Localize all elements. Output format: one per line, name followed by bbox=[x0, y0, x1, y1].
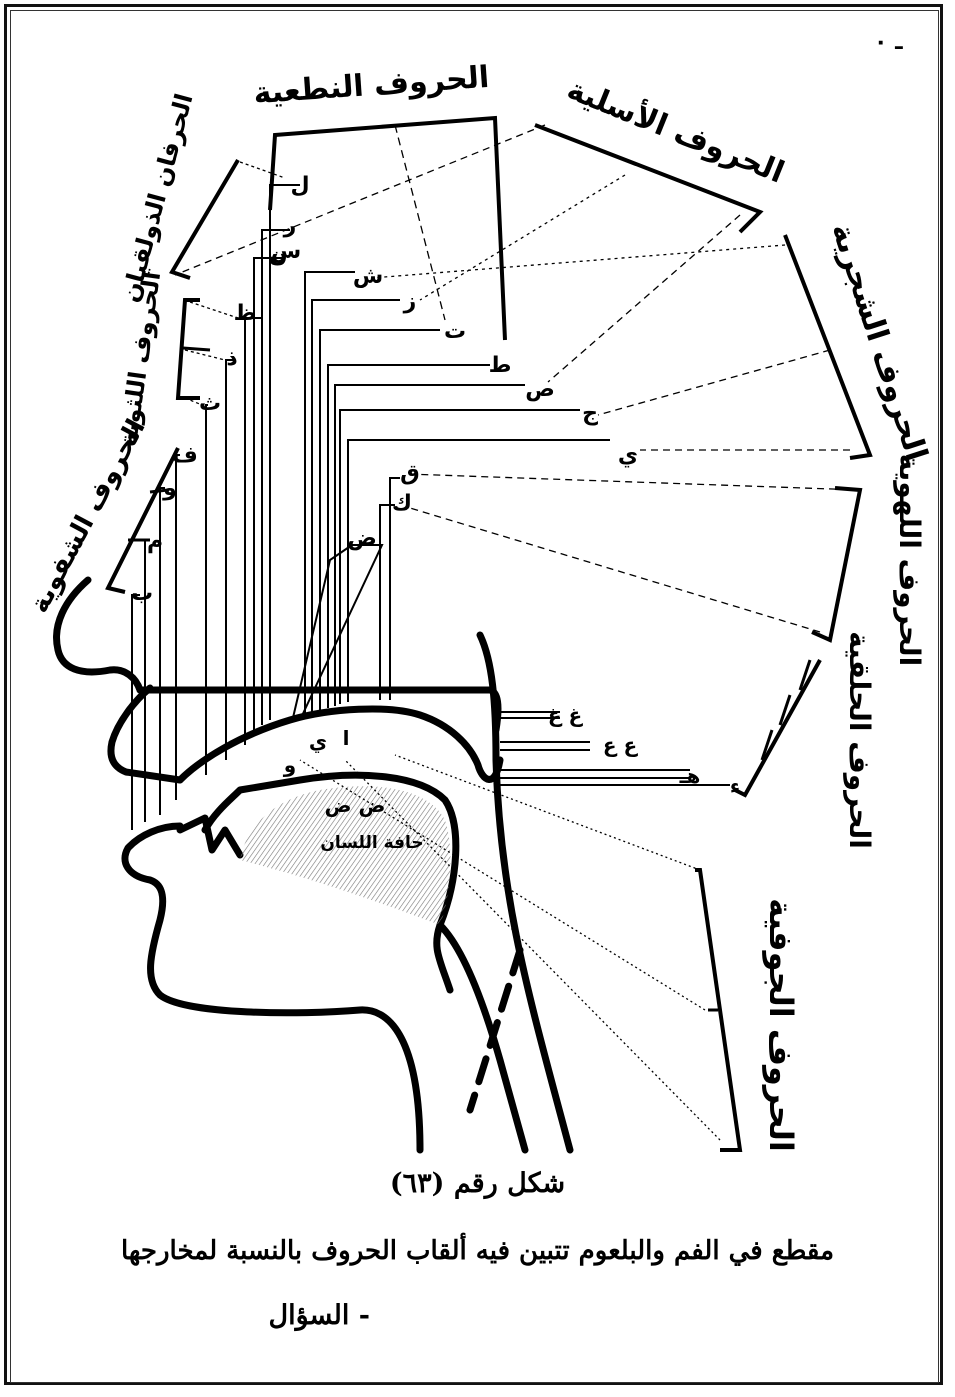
connector-asal-sad bbox=[548, 215, 740, 382]
mark-ya: ي bbox=[309, 729, 327, 754]
letter-ba: ب bbox=[131, 581, 153, 606]
connector-shaj-jim bbox=[598, 350, 830, 415]
line-fa bbox=[176, 455, 180, 800]
letter-ta-upper: ت bbox=[444, 319, 466, 344]
connector-lith-dhal bbox=[185, 350, 225, 360]
letter-zha: ظ bbox=[234, 301, 257, 326]
esophagus-dashed bbox=[470, 950, 520, 1110]
line-ra bbox=[262, 230, 290, 725]
mark-waw: و bbox=[283, 753, 296, 777]
letter-waw: و bbox=[162, 476, 177, 501]
epiglottis bbox=[440, 925, 525, 1150]
connector-shaj-shin bbox=[372, 245, 785, 278]
letter-mim: م bbox=[147, 529, 163, 554]
group-label-jawfiyyah: الحروف الجوفية bbox=[762, 898, 800, 1152]
connector-lah-qaf bbox=[408, 474, 860, 490]
letter-lam: ل bbox=[290, 173, 309, 198]
guide-lines bbox=[132, 185, 730, 830]
letter-ha: هـ bbox=[679, 764, 701, 788]
connector-nit-ta bbox=[395, 125, 445, 320]
letter-sin: س bbox=[271, 239, 301, 264]
letter-ayn-pair: ع ع bbox=[603, 733, 639, 757]
bracket-lith-mid bbox=[183, 348, 210, 350]
group-label-shajariyyah: الحروف الشجرية bbox=[824, 219, 934, 465]
letter-kaf: ك bbox=[392, 491, 412, 516]
figure-number: شكل رقم (٦٣) bbox=[0, 1168, 955, 1199]
upper-teeth-palate bbox=[180, 709, 500, 780]
tongue-label: ض ض bbox=[325, 793, 386, 817]
connector-asal-zay bbox=[420, 175, 625, 300]
connector-lah-kaf bbox=[410, 508, 820, 632]
letter-qaf: ق bbox=[400, 461, 420, 486]
letter-ghayn-pair: غ غ bbox=[548, 703, 584, 727]
question-heading: - السؤال bbox=[269, 1300, 371, 1331]
letter-jim: ج bbox=[582, 401, 598, 426]
letter-shin: ش bbox=[353, 264, 383, 289]
connector-dhawl-lam bbox=[240, 162, 285, 178]
mark-alif: ا bbox=[343, 726, 350, 750]
letters: ل ر ن ظ ذ ث ش ز ت ط س ص ج ق ك ض ف و م ب … bbox=[131, 173, 740, 798]
letter-sad: ص bbox=[525, 377, 555, 402]
group-label-lahawiyyah: الحروف اللهوية bbox=[893, 454, 926, 666]
group-label-asaliyyah: الحروف الأسلية bbox=[562, 70, 790, 191]
letter-zay: ز bbox=[403, 289, 417, 314]
letter-fa: ف bbox=[172, 443, 198, 468]
line-dhal bbox=[226, 360, 235, 760]
letter-hamza: ء bbox=[730, 774, 740, 798]
line-ba bbox=[132, 595, 140, 830]
letter-ya: ي bbox=[618, 443, 638, 468]
letter-tha: ث bbox=[199, 391, 221, 416]
line-tha bbox=[206, 405, 208, 775]
letter-ra: ر bbox=[283, 213, 297, 238]
bracket-halqiyyah bbox=[735, 660, 820, 795]
line-throat-2 bbox=[500, 742, 590, 750]
group-label-halqiyyah: الحروف الحلقية bbox=[843, 631, 876, 849]
letter-dad: ض bbox=[347, 526, 377, 551]
group-label-nit-iyyah: الحروف النطعية bbox=[252, 60, 490, 111]
letter-ta-emph: ط bbox=[489, 353, 512, 378]
nose-outline bbox=[57, 580, 140, 690]
bracket-dhawlaqiyyah bbox=[172, 160, 238, 278]
connector-asal-dhawl bbox=[175, 125, 545, 275]
connector-lith-zha bbox=[190, 302, 238, 318]
group-brackets bbox=[108, 118, 870, 1150]
letter-dhal: ذ bbox=[226, 346, 237, 371]
line-throat-3 bbox=[500, 770, 690, 778]
bracket-lahawiyyah bbox=[812, 488, 860, 640]
connectors bbox=[175, 125, 860, 1140]
line-kaf bbox=[380, 505, 395, 700]
tongue-caption: حافة اللسان bbox=[320, 833, 423, 853]
figure-description: مقطع في الفم والبلعوم تتبين فيه ألقاب ال… bbox=[0, 1236, 955, 1266]
